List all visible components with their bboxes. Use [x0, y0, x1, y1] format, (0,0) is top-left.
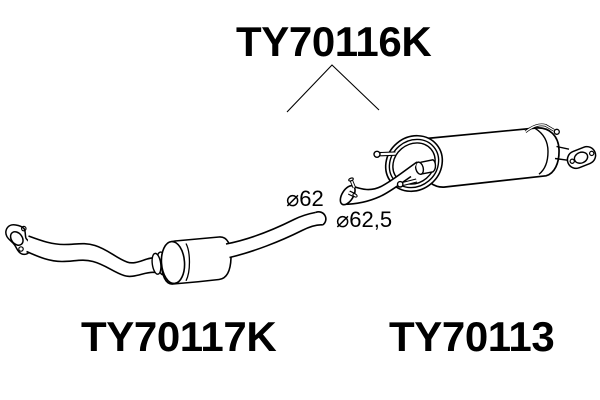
- inlet-collar: [414, 159, 437, 175]
- hanger-rod: [524, 123, 560, 135]
- front-pipe: [26, 235, 157, 278]
- diameter-label-62: ⌀62: [286, 186, 324, 211]
- front-pipe-catalyst-drawing: [5, 211, 327, 285]
- rear-muffler-drawing: [339, 123, 597, 206]
- rear-flange: [554, 145, 597, 170]
- part-number-rear-muffler: TY70113: [389, 313, 555, 360]
- hanger-pin-left: [373, 150, 396, 159]
- diameter-label-62-5: ⌀62,5: [336, 207, 393, 232]
- catalyst-body: [160, 236, 232, 285]
- kit-pointer-caret: [286, 64, 380, 113]
- front-flange: [5, 224, 32, 256]
- hanger-pin-lower: [396, 178, 418, 188]
- muffler-inlet-pipe: [339, 161, 418, 206]
- catalyst-outlet-pipe: [225, 211, 327, 259]
- kit-part-number: TY70116K: [236, 18, 432, 65]
- part-number-front-pipe: TY70117K: [81, 313, 277, 360]
